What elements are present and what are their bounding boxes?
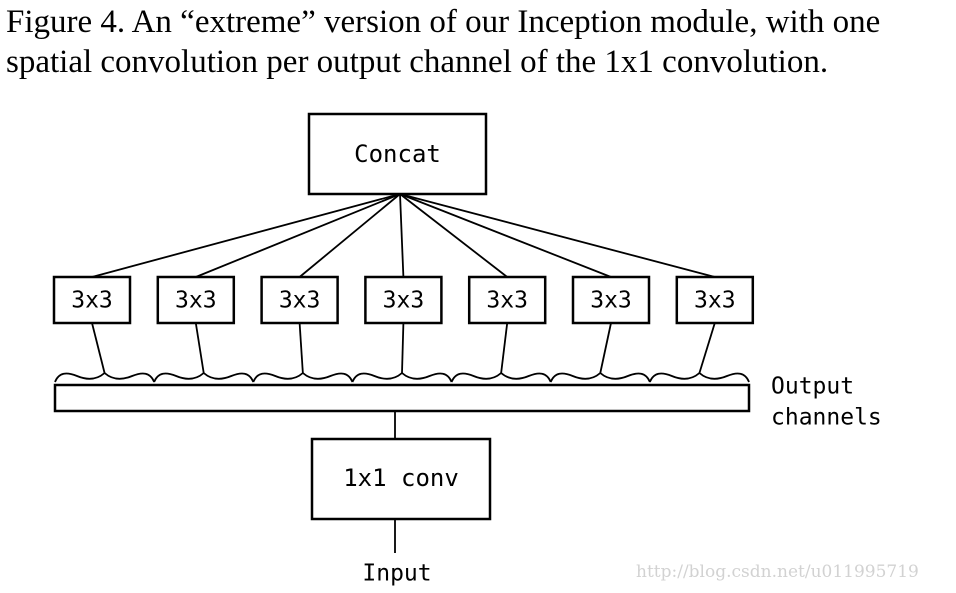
pointwise-conv-label: 1x1 conv (343, 464, 459, 492)
figure-caption: Figure 4. An “extreme” version of our In… (6, 2, 951, 82)
output-channels-label-line-1: Output (771, 374, 854, 400)
spatial-conv-box (467, 275, 547, 325)
channel-edge (194, 322, 205, 374)
spatial-conv-box (156, 275, 236, 325)
channel-edge (298, 322, 304, 374)
concat-edge (399, 193, 508, 278)
channel-edge (91, 322, 106, 374)
spatial-conv-label: 3x3 (175, 288, 217, 314)
output-channels-label-line-2: channels (771, 405, 882, 431)
concat-edge (399, 193, 612, 278)
concat-edge (299, 193, 401, 278)
channel-edge (401, 322, 405, 374)
channel-brace (54, 371, 155, 383)
channel-edges (91, 322, 716, 374)
concat-edge (91, 193, 401, 278)
channel-brace (450, 371, 552, 383)
spatial-conv-box (364, 275, 443, 325)
spatial-conv-label: 3x3 (590, 288, 632, 314)
channel-edge (599, 322, 612, 374)
channel-brace (252, 371, 354, 383)
spatial-conv-box (675, 275, 755, 325)
output-channels-bar (53, 383, 751, 413)
spatial-conv-label: 3x3 (383, 288, 425, 314)
spatial-conv-label: 3x3 (279, 288, 321, 314)
channel-edge (500, 322, 509, 374)
spatial-conv-label: 3x3 (694, 288, 736, 314)
spatial-conv-boxes: 3x3 3x3 3x3 3x3 3x3 3x3 3x3 (52, 275, 755, 325)
watermark: http://blog.csdn.net/u011995719 (636, 562, 919, 582)
spatial-conv-box (571, 275, 651, 325)
channel-brace (549, 371, 651, 383)
spatial-conv-label: 3x3 (71, 288, 113, 314)
spatial-conv-box (52, 275, 132, 325)
channel-brace (351, 371, 453, 383)
channel-brace (649, 371, 750, 383)
concat-edge (195, 193, 401, 278)
spatial-conv-box (260, 275, 339, 325)
concat-box (307, 112, 488, 196)
concat-label: Concat (354, 140, 441, 168)
spatial-conv-label: 3x3 (486, 288, 528, 314)
pointwise-conv-box (310, 437, 492, 521)
concat-edge (399, 193, 405, 278)
channel-edge (698, 322, 716, 374)
channel-brace (153, 371, 255, 383)
caption-line-2: spatial convolution per output channel o… (6, 44, 829, 80)
input-label: Input (362, 561, 431, 587)
channel-braces (54, 371, 750, 383)
concat-edges (91, 193, 716, 278)
caption-line-1: Figure 4. An “extreme” version of our In… (6, 4, 881, 40)
concat-edge (399, 193, 716, 278)
